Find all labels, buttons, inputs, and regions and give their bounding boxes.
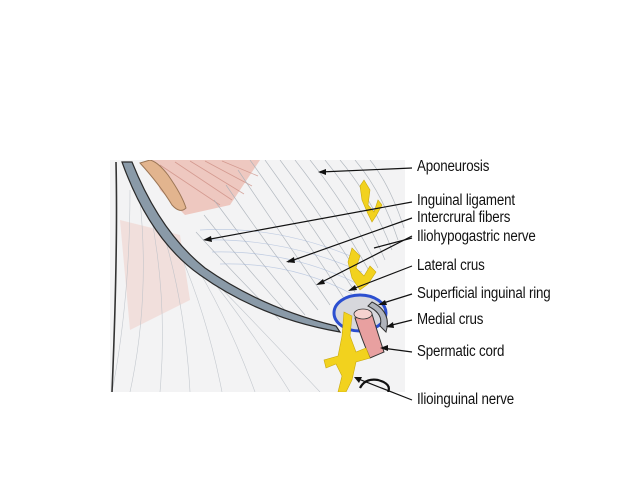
label-iliohypogastric-nerve: Iliohypogastric nerve <box>417 228 536 245</box>
fold-edge <box>111 161 118 392</box>
label-intercrural-fibers: Intercrural fibers <box>417 209 511 226</box>
label-spermatic-cord: Spermatic cord <box>417 343 505 360</box>
tendon-band <box>139 160 187 211</box>
label-lateral-crus: Lateral crus <box>417 257 485 274</box>
intercrural-fibers <box>199 229 363 295</box>
aponeurosis-fibers <box>195 160 405 321</box>
ilioinguinal-nerve-branches <box>323 311 371 392</box>
iliohypogastric-nerve-branches <box>347 179 383 291</box>
inguinal-ligament-band <box>121 161 342 333</box>
label-inguinal-ligament: Inguinal ligament <box>417 192 515 209</box>
medial-crus-edge <box>367 301 388 333</box>
spermatic-cord-structure <box>353 308 385 359</box>
anatomy-artwork <box>110 160 405 392</box>
leader-lines <box>204 167 413 401</box>
label-aponeurosis: Aponeurosis <box>417 158 490 175</box>
label-medial-crus: Medial crus <box>417 311 484 328</box>
leader-arrowheads <box>203 169 394 383</box>
label-ilioinguinal-nerve: Ilioinguinal nerve <box>417 391 514 408</box>
ilioinguinal-nerve-outline <box>359 378 390 392</box>
label-superficial-inguinal-ring: Superficial inguinal ring <box>417 285 551 302</box>
